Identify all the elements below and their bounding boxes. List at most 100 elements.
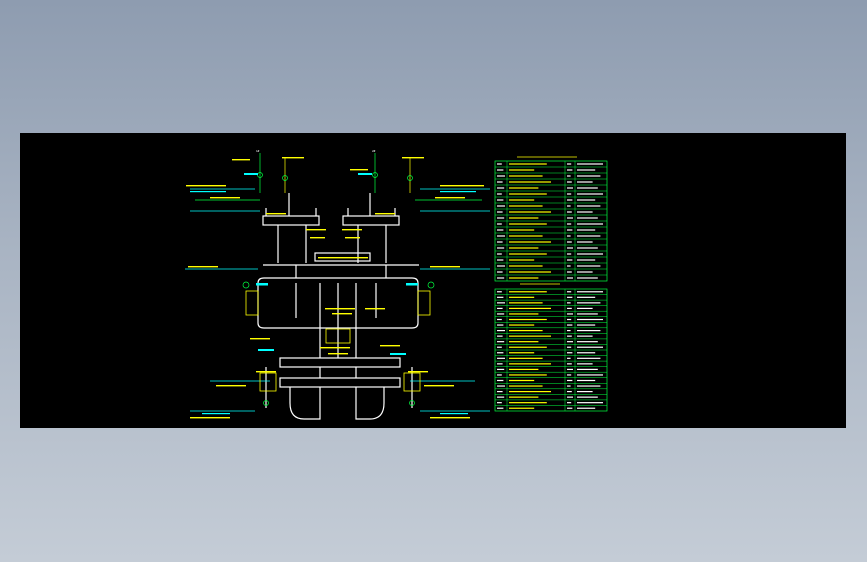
table-cell: [509, 324, 535, 326]
table-cell: [567, 374, 572, 376]
feeder-label-2: 2#: [372, 149, 376, 153]
table-cell: [509, 175, 543, 177]
table-cell: [509, 235, 543, 237]
table-cell: [567, 390, 572, 393]
transformer-boxes: [245, 290, 431, 392]
table-cell: [497, 296, 504, 298]
table-cell: [567, 368, 573, 371]
table-cell: [577, 229, 596, 231]
table-cell: [509, 402, 547, 404]
table-cell: [497, 193, 502, 195]
table-cell: [577, 223, 603, 225]
table-cell: [509, 163, 547, 165]
table-cell: [497, 357, 505, 359]
table-cell: [509, 259, 535, 261]
table-cell: [509, 296, 535, 298]
table-cell: [567, 291, 572, 293]
table-cell: [577, 307, 593, 310]
table-cell: [509, 379, 535, 382]
table-cell: [577, 211, 593, 213]
table-cell: [577, 235, 601, 237]
table-cell: [497, 253, 502, 255]
table-cell: [567, 163, 572, 165]
table-cell: [509, 217, 539, 219]
table-cell: [567, 175, 571, 177]
table-cell: [577, 291, 603, 293]
table-cell: [577, 357, 601, 359]
table-cell: [509, 223, 547, 225]
bus-block-top-right: [342, 215, 400, 226]
table-cell: [497, 302, 505, 304]
bus-structure: [257, 193, 419, 420]
table-cell: [577, 341, 598, 343]
table-cell: [497, 223, 502, 225]
table-cell: [497, 307, 503, 310]
table-cell: [577, 374, 603, 376]
breaker-symbols: [242, 172, 435, 406]
bus-block-lower: [279, 357, 401, 368]
table-cell: [509, 265, 543, 267]
table-cell: [497, 277, 505, 279]
table-cell: [497, 352, 504, 354]
table-cell: [567, 357, 571, 359]
table-cell: [509, 302, 543, 304]
table-cell: [509, 187, 539, 189]
table-cell: [497, 385, 505, 387]
table-cell: [497, 205, 505, 207]
table-cell: [497, 241, 503, 243]
table-cell: [509, 253, 547, 255]
table-cell: [497, 368, 505, 371]
equipment-table-top: [494, 156, 608, 282]
table-cell: [497, 390, 503, 393]
table-cell: [497, 291, 502, 293]
table-cell: [577, 302, 601, 304]
table-cell: [509, 363, 551, 365]
table-cell: [497, 363, 503, 365]
table-cell: [577, 335, 593, 337]
table-cell: [567, 324, 573, 326]
table-cell: [567, 346, 572, 348]
table-cell: [567, 229, 573, 231]
table-cell: [497, 402, 502, 404]
table-cell: [509, 277, 539, 279]
table-cell: [509, 169, 535, 171]
table-cell: [509, 357, 543, 359]
table-cell: [497, 247, 505, 249]
table-cell: [577, 253, 603, 255]
table-cell: [509, 352, 535, 354]
bus-block-bottom: [279, 377, 401, 388]
table-cell: [497, 396, 505, 398]
table-cell: [497, 211, 503, 213]
table-cell: [567, 217, 573, 219]
drawing-canvas: 1# 2#: [20, 133, 846, 428]
table-cell: [577, 407, 596, 409]
table-cell: [567, 253, 572, 255]
table-cell: [567, 379, 573, 382]
table-cell: [497, 407, 504, 409]
single-line-diagram: 1# 2#: [185, 149, 608, 420]
table-cell: [567, 296, 573, 298]
table-cell: [577, 205, 601, 207]
table-cell: [497, 329, 505, 332]
table-cell: [577, 390, 593, 393]
table-cell: [509, 181, 551, 183]
table-cell: [509, 329, 543, 332]
tie-bus-upper: [314, 252, 371, 262]
table-cell: [577, 329, 601, 332]
table-cell: [577, 187, 598, 189]
table-cell: [567, 363, 572, 365]
table-cell: [577, 271, 593, 273]
table-cell: [509, 374, 547, 376]
table-cell: [577, 313, 598, 315]
table-cell: [567, 205, 571, 207]
table-cell: [567, 241, 572, 243]
table-cell: [567, 407, 573, 409]
table-cell: [577, 368, 598, 371]
table-cell: [509, 335, 551, 337]
table-cell: [577, 318, 603, 321]
table-cell: [497, 313, 505, 315]
table-cell: [567, 265, 571, 267]
table-cell: [497, 235, 505, 237]
table-cell: [509, 229, 535, 231]
table-cell: [509, 318, 547, 321]
